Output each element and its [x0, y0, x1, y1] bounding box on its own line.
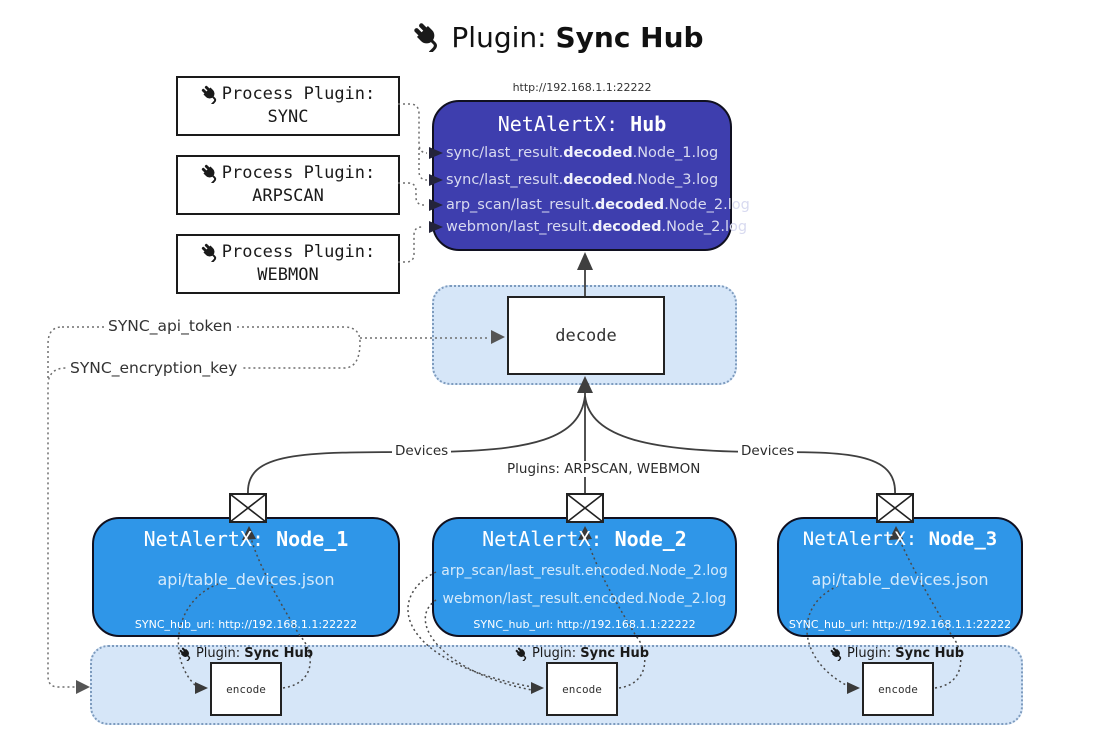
- process-plugin-title: Process Plugin:: [221, 163, 376, 183]
- process-plugin-name: WEBMON: [257, 265, 319, 285]
- decode-box: decode: [507, 296, 665, 375]
- encoder3-plugin-label: Plugin: Sync Hub: [817, 645, 977, 662]
- plugins-label: Plugins: ARPSCAN, WEBMON: [504, 461, 704, 477]
- devices-label-left: Devices: [392, 443, 452, 459]
- encode3-label: encode: [878, 682, 918, 696]
- node3-file: api/table_devices.json: [811, 569, 989, 589]
- process-plugin-name: SYNC: [267, 107, 309, 127]
- hub-log-line: sync/last_result.decoded.Node_3.log: [446, 172, 719, 188]
- settings-arrowheads: [76, 330, 505, 694]
- process-plugin-sync: Process Plugin: SYNC: [176, 76, 400, 136]
- node2-file: arp_scan/last_result.encoded.Node_2.log: [441, 562, 728, 579]
- node1-file: api/table_devices.json: [157, 569, 335, 589]
- hub-url: http://192.168.1.1:22222: [512, 80, 652, 94]
- encode1-label: encode: [226, 682, 266, 696]
- process-plugin-title: Process Plugin:: [221, 242, 376, 262]
- encode1-box: encode: [210, 662, 282, 716]
- page-title-text: Plugin: Sync Hub: [451, 20, 704, 54]
- encoder2-plugin-label: Plugin: Sync Hub: [502, 645, 662, 662]
- plug-icon: [179, 647, 193, 661]
- encode3-box: encode: [862, 662, 934, 716]
- node3-title: NetAlertX: Node_3: [802, 528, 998, 550]
- node1-title: NetAlertX: Node_1: [143, 527, 349, 551]
- hub-log-line: arp_scan/last_result.decoded.Node_2.log: [446, 197, 750, 213]
- hub-title: NetAlertX: Hub: [497, 112, 667, 136]
- encode2-label: encode: [562, 682, 602, 696]
- node2-hub-url: SYNC_hub_url: http://192.168.1.1:22222: [473, 617, 696, 631]
- plug-icon: [515, 647, 529, 661]
- plug-icon: [201, 164, 220, 183]
- sync-encryption-key-label: SYNC_encryption_key: [66, 359, 242, 377]
- arrow-into-hub: [577, 252, 593, 270]
- plugin-dotted-edges: [398, 103, 428, 263]
- hub-log-line: sync/last_result.decoded.Node_1.log: [446, 145, 719, 161]
- process-plugin-webmon: Process Plugin: WEBMON: [176, 234, 400, 294]
- arrow-into-encode-panel: [76, 680, 90, 694]
- hub-log-line: webmon/last_result.decoded.Node_2.log: [446, 219, 748, 235]
- devices-label-right: Devices: [738, 443, 798, 459]
- node2-file: webmon/last_result.encoded.Node_2.log: [442, 590, 727, 607]
- plug-icon: [830, 647, 844, 661]
- plug-icon: [201, 243, 220, 262]
- hub-box: [432, 100, 732, 251]
- plug-icon: [201, 85, 220, 104]
- node3-hub-url: SYNC_hub_url: http://192.168.1.1:22222: [788, 617, 1012, 631]
- page-title: Plugin: Sync Hub: [0, 16, 1117, 58]
- process-plugin-arpscan: Process Plugin: ARPSCAN: [176, 155, 400, 215]
- process-plugin-title: Process Plugin:: [221, 84, 376, 104]
- encoder1-plugin-label: Plugin: Sync Hub: [166, 645, 326, 662]
- sync-api-token-label: SYNC_api_token: [104, 317, 237, 335]
- process-plugin-name: ARPSCAN: [252, 186, 324, 206]
- decode-label: decode: [555, 325, 617, 346]
- node2-title: NetAlertX: Node_2: [482, 527, 687, 551]
- encode2-box: encode: [546, 662, 618, 716]
- node1-hub-url: SYNC_hub_url: http://192.168.1.1:22222: [134, 617, 358, 631]
- plug-icon: [413, 22, 443, 52]
